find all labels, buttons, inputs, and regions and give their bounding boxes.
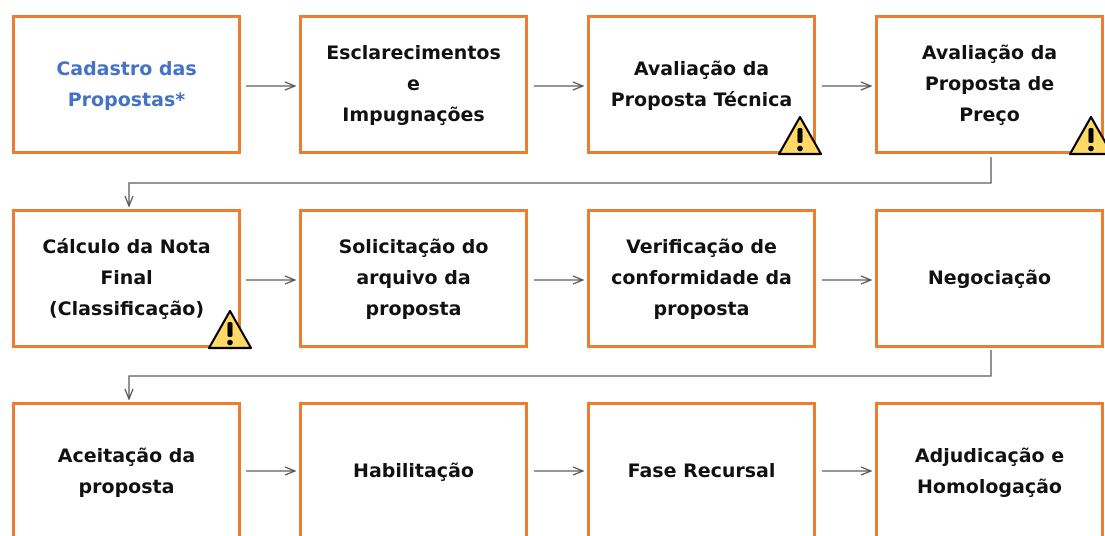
- step-label: Fase Recursal: [627, 460, 776, 482]
- step-box: Esclarecimentos e Impugnações: [299, 15, 528, 154]
- warning-triangle-icon: [207, 309, 253, 350]
- step-box: Cálculo da Nota Final (Classificação): [12, 209, 241, 348]
- step-label: Avaliação da Proposta Técnica: [610, 57, 793, 111]
- step-box: Verificação de conformidade da proposta: [587, 209, 816, 348]
- step-label: Adjudicação e Homologação: [914, 444, 1065, 498]
- step-box: Fase Recursal: [587, 402, 816, 536]
- arrow-step8-to-step9: [129, 350, 992, 399]
- step-box: Solicitação do arquivo da proposta: [299, 209, 528, 348]
- arrow-step4-to-step5: [129, 157, 992, 206]
- warning-triangle-icon: [777, 115, 823, 156]
- step-label: Habilitação: [353, 460, 474, 482]
- step-box: Habilitação: [299, 402, 528, 536]
- step-label: Solicitação do arquivo da proposta: [338, 236, 489, 320]
- step-label: Cálculo da Nota Final (Classificação): [42, 236, 211, 320]
- step-box: Negociação: [875, 209, 1104, 348]
- warning-triangle-icon: [1068, 115, 1105, 156]
- step-box: Avaliação da Proposta de Preço: [875, 15, 1104, 154]
- step-box: Adjudicação e Homologação: [875, 402, 1104, 536]
- step-label: Cadastro das Propostas*: [56, 57, 197, 111]
- step-label: Negociação: [927, 267, 1052, 289]
- step-box: Avaliação da Proposta Técnica: [587, 15, 816, 154]
- step-label: Avaliação da Proposta de Preço: [921, 42, 1058, 126]
- step-label: Aceitação da proposta: [57, 444, 196, 498]
- step-label: Esclarecimentos e Impugnações: [326, 42, 501, 126]
- step-box: Cadastro das Propostas*: [12, 15, 241, 154]
- step-box: Aceitação da proposta: [12, 402, 241, 536]
- step-label: Verificação de conformidade da proposta: [611, 236, 792, 320]
